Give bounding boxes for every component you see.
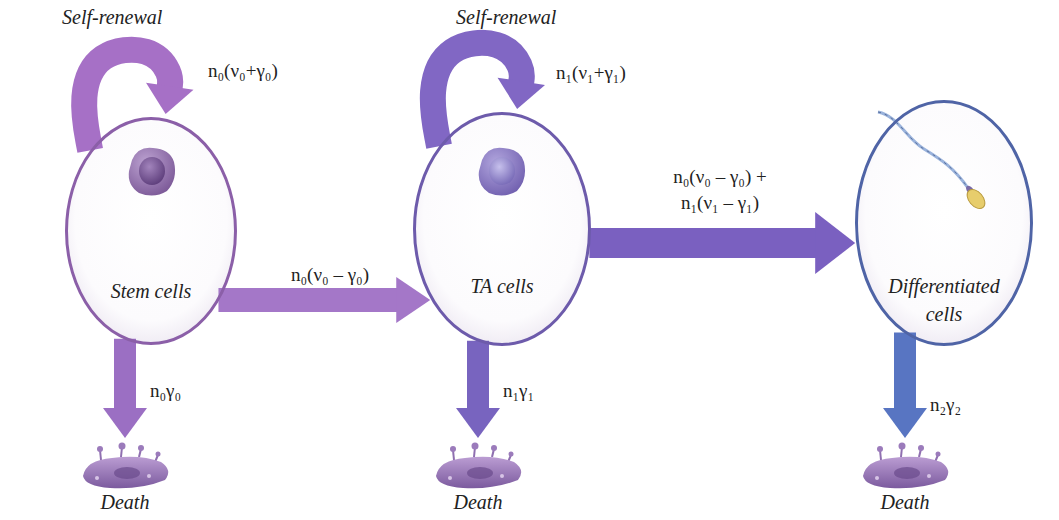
flow-arrow (883, 333, 927, 438)
arrow-band (467, 341, 489, 409)
flow-arrow (103, 339, 147, 438)
text-column: Death (70, 488, 180, 516)
arrow-band (218, 288, 397, 312)
rate-label: n₀(ν₀ – γ₀) + n₁(ν₁ – γ₁) (653, 164, 788, 216)
text-column: TA cells (427, 272, 577, 300)
death-node: Death (70, 440, 180, 520)
sperm-picture (878, 112, 988, 212)
ellipse-outline (413, 112, 591, 346)
rate-label: n₀(ν₀ – γ₀) (291, 262, 369, 288)
text-holder: Death (70, 488, 180, 516)
ta-cell-picture (479, 148, 525, 196)
death-node: Death (850, 440, 960, 520)
text-holder: TA cells (413, 272, 591, 300)
text-column: Stem cells (76, 277, 226, 305)
node-label: Death (423, 488, 533, 516)
ellipse-outline (65, 117, 237, 345)
arrow-head (498, 78, 545, 109)
flow-arrow (433, 43, 545, 146)
flow-arrow (456, 341, 500, 438)
node-label: Differentiated cells (874, 272, 1014, 328)
arrow-band (894, 333, 916, 409)
flow-arrow (84, 50, 193, 151)
text-column: Death (423, 488, 533, 516)
dead-cell-picture (436, 443, 521, 489)
rate-label: n₁γ₁ (503, 378, 534, 404)
text-holder: Death (423, 488, 533, 516)
process-label: Self-renewal (456, 4, 556, 30)
cell-population-circle: TA cells (413, 112, 591, 346)
rate-label: n₁(ν₁+γ₁) (556, 60, 626, 86)
text-holder: Differentiated cells (855, 272, 1033, 328)
node-label: Death (70, 488, 180, 516)
node-label: Stem cells (76, 277, 226, 305)
node-label: TA cells (427, 272, 577, 300)
rate-label: n₀γ₀ (150, 378, 181, 404)
stem-cell-picture (129, 148, 175, 196)
diff-ground (856, 101, 1032, 345)
text-holder: Stem cells (65, 277, 237, 305)
arrow-head (815, 212, 855, 274)
text-column: Death (850, 488, 960, 516)
dead-cell-picture (83, 443, 168, 489)
process-label: Self-renewal (62, 4, 162, 30)
arrow-head (146, 83, 193, 114)
ellipse-border (857, 102, 1032, 345)
death-node: Death (423, 440, 533, 520)
text-holder: Death (850, 488, 960, 516)
ellipse-border (67, 119, 236, 344)
ellipse-border (415, 114, 590, 345)
text-column: Differentiated cells (874, 272, 1014, 328)
dead-cell-picture (863, 443, 948, 489)
rate-label: n₂γ₂ (930, 392, 961, 418)
arrow-head (883, 408, 927, 438)
ta-ground (414, 113, 590, 345)
cell-population-circle: Differentiated cells (855, 100, 1033, 346)
flow-arrow (589, 212, 855, 274)
rate-label: n₀(ν₀+γ₀) (208, 58, 278, 84)
arrow-head (103, 408, 147, 438)
stem-ground (66, 118, 236, 344)
arrow-band (114, 339, 136, 409)
node-label: Death (850, 488, 960, 516)
arrow-band (589, 228, 816, 258)
arrow-head (456, 408, 500, 438)
cell-population-circle: Stem cells (65, 117, 237, 345)
